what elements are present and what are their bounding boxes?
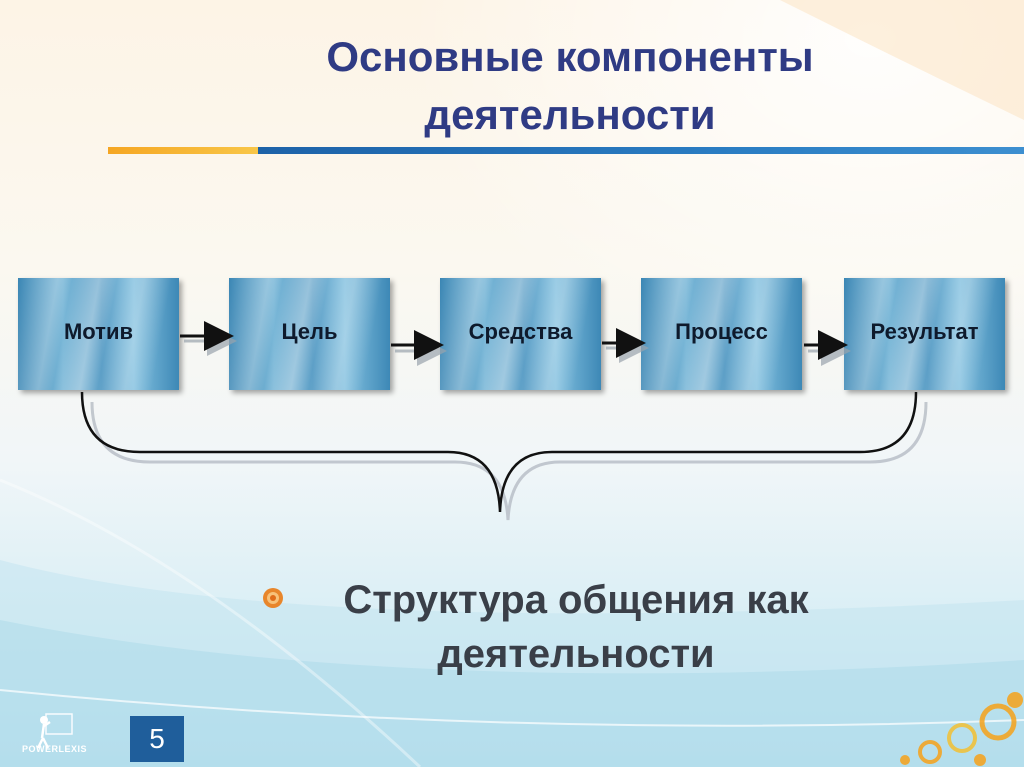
logo-text: POWERLEXIS <box>22 744 88 754</box>
brace-shadow <box>90 401 928 521</box>
powerlexis-logo <box>36 713 73 749</box>
slide-title: Основные компоненты деятельности <box>190 28 950 144</box>
flow-step-goal: Цель <box>229 278 390 390</box>
slide-title-line-1: Основные компоненты <box>326 33 814 80</box>
caption-line-2: деятельности <box>437 632 715 676</box>
flow-step-label: Процесс <box>675 319 768 344</box>
slide-number: 5 <box>130 716 184 762</box>
bullet-icon <box>263 588 283 608</box>
flow-step-motive: Мотив <box>18 278 179 390</box>
title-rule <box>258 147 1024 154</box>
flow-step-process: Процесс <box>641 278 802 390</box>
title-rule-accent <box>108 147 258 154</box>
caption-line-1: Структура общения как <box>343 578 809 622</box>
slide-title-line-2: деятельности <box>424 91 716 138</box>
flow-step-label: Результат <box>870 319 979 344</box>
flow-step-result: Результат <box>844 278 1005 390</box>
flow-step-label: Цель <box>281 319 338 344</box>
flow-step-means: Средства <box>440 278 601 390</box>
curly-brace <box>80 391 918 513</box>
caption-text: Структура общения как деятельности <box>296 573 856 681</box>
flow-step-label: Мотив <box>63 319 134 344</box>
flow-step-label: Средства <box>468 319 573 344</box>
